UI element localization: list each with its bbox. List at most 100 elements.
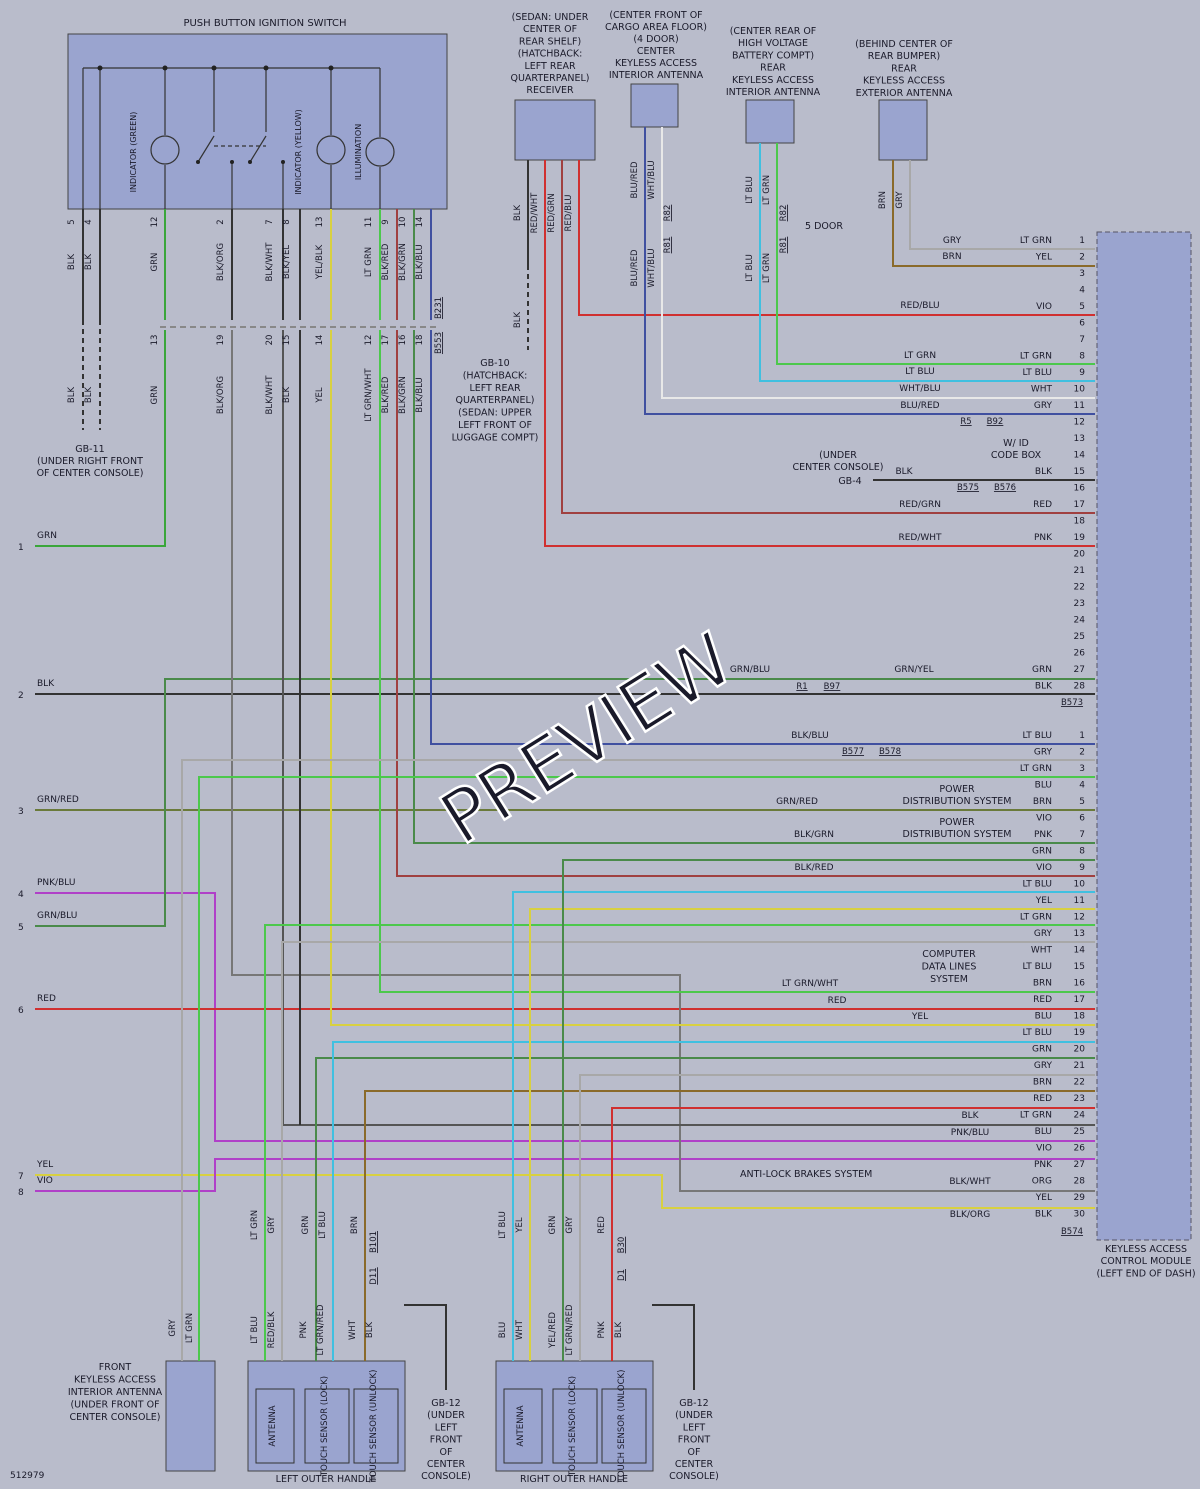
ground-gb11-line: (UNDER RIGHT FRONT	[37, 456, 143, 467]
module-pin-color-upper: LT GRN	[1020, 352, 1052, 362]
switch-wire-color: GRN	[150, 253, 160, 272]
rear-ext-antenna-label-line: (BEHIND CENTER OF	[855, 39, 953, 50]
module-pin-upper: 4	[1079, 286, 1085, 296]
module-pin-color-lower: LT GRN	[1020, 764, 1052, 774]
switch-lower-pin: 20	[265, 335, 275, 346]
left-wire-color: GRN/RED	[37, 795, 79, 805]
lh-gry	[281, 941, 1095, 1361]
mid-wire-label: WHT/BLU	[899, 384, 941, 394]
module-pin-upper: 15	[1074, 467, 1085, 477]
wire-blkwht	[282, 330, 1095, 1126]
module-pin-lower: 15	[1074, 962, 1085, 972]
cant-color: WHT/BLU	[647, 160, 657, 199]
module-pin-color-lower: VIO	[1036, 863, 1052, 873]
front-antenna-label-line: KEYLESS ACCESS	[74, 1375, 156, 1386]
rx-redgrn	[561, 160, 1095, 514]
mid-wire-label: RED	[828, 996, 847, 1006]
module-pin-color-lower: BRN	[1033, 797, 1052, 807]
wire-blkgrn	[413, 330, 1095, 844]
left-wire-num: 1	[18, 543, 24, 553]
lh-ltblu	[332, 1041, 1095, 1361]
front-antenna-label-line: CENTER CONSOLE)	[70, 1412, 161, 1423]
rext-color: BRN	[878, 191, 888, 209]
module-pin-color-upper: LT BLU	[1023, 368, 1052, 378]
power-dist-2-line: POWER	[939, 817, 975, 828]
conn-r82b: R82	[779, 205, 789, 222]
mid-wire-label: BRN	[942, 252, 961, 262]
handle-wire-color: GRY	[267, 1216, 277, 1234]
receiver-label-line: RECEIVER	[526, 85, 574, 96]
ground-gb10-line: LEFT REAR	[469, 383, 521, 394]
module-pin-lower: 17	[1074, 995, 1085, 1005]
module-pin-color-lower: BLK	[1035, 1210, 1053, 1220]
center-antenna-label-line: KEYLESS ACCESS	[615, 58, 697, 69]
switch-wire-color: BLK/BLU	[415, 244, 425, 279]
ground-gb12-right-line: CENTER	[675, 1459, 714, 1470]
rear-ext-antenna-label-line: REAR	[891, 63, 917, 74]
module-pin-upper: 7	[1079, 335, 1085, 345]
module-pin-upper: 26	[1074, 649, 1086, 659]
ground-gb10-line: QUARTERPANEL)	[456, 395, 535, 406]
gb11-color: BLK	[84, 387, 94, 404]
module-pin-lower: 12	[1074, 913, 1085, 923]
switch-wire-color: YEL/BLK	[315, 244, 325, 280]
ground-gb12-left-line: (UNDER	[427, 1410, 465, 1421]
power-dist-2-line: DISTRIBUTION SYSTEM	[903, 829, 1012, 840]
module-pin-color-lower: RED	[1033, 1094, 1052, 1104]
switch-lower-pin: 19	[216, 335, 226, 346]
computer-data-note-line: COMPUTER	[922, 949, 976, 960]
ground-gb12-left-line: FRONT	[430, 1435, 463, 1446]
module-pin-lower: 24	[1074, 1111, 1086, 1121]
rext-brn	[892, 160, 1095, 267]
module-pin-lower: 18	[1074, 1012, 1086, 1022]
control-module-label-line: CONTROL MODULE	[1101, 1256, 1192, 1267]
handle-lower-color: PNK	[299, 1321, 309, 1338]
mid-wire-label: LT GRN/WHT	[782, 979, 839, 989]
module-pin-lower: 7	[1079, 830, 1085, 840]
switch-lower-pin: 13	[150, 335, 160, 346]
left-wire-color: YEL	[36, 1160, 53, 1170]
module-pin-color-lower: BLU	[1035, 1127, 1052, 1137]
rh-gnd	[652, 1304, 695, 1390]
module-pin-lower: 11	[1074, 896, 1085, 906]
conn-r81: R81	[663, 237, 673, 254]
left-wire-color: GRN/BLU	[37, 911, 77, 921]
power-dist-1-line: POWER	[939, 784, 975, 795]
rant-color: LT BLU	[745, 254, 755, 282]
switch-lower-color: GRN	[150, 386, 160, 405]
switch-wire-color: BLK	[84, 254, 94, 271]
module-pin-color-upper: BLK	[1035, 682, 1053, 692]
ground-gb12-left-line: CONSOLE)	[421, 1471, 471, 1482]
switch-lower-color: BLK/GRN	[398, 376, 408, 414]
conn-b101: B101	[369, 1231, 379, 1253]
handle-wire-color: GRN	[548, 1216, 558, 1235]
handle-lower-color: BLK	[614, 1322, 624, 1339]
ground-gb12-right-line: FRONT	[678, 1435, 711, 1446]
module-pin-color-upper: VIO	[1036, 302, 1052, 312]
left-wire-color: PNK/BLU	[37, 878, 75, 888]
module-pin-color-lower: YEL	[1035, 896, 1052, 906]
module-pin-lower: 27	[1074, 1160, 1085, 1170]
mid-wire-label: PNK/BLU	[951, 1128, 989, 1138]
module-pin-color-upper: WHT	[1031, 385, 1053, 395]
rx-color: RED/GRN	[547, 193, 557, 233]
module-pin-color-lower: GRY	[1034, 748, 1053, 758]
fant-ltgrn	[198, 776, 1095, 1361]
left-wire-color: VIO	[37, 1176, 53, 1186]
connector-id: B97	[824, 682, 841, 692]
ground-gb11-line: OF CENTER CONSOLE)	[37, 468, 144, 479]
connector-id: B574	[1061, 1227, 1083, 1237]
switch-lower-pin: 17	[381, 335, 391, 346]
module-pin-color-lower: WHT	[1031, 946, 1053, 956]
switch-lower-color: BLK/RED	[381, 376, 391, 413]
mid-wire-label: BLK/ORG	[950, 1210, 990, 1220]
handle-lower-color: LT GRN/RED	[316, 1304, 326, 1355]
rant-color: LT GRN	[762, 253, 772, 283]
switch-pin: 7	[265, 219, 275, 224]
module-pin-lower: 21	[1074, 1061, 1085, 1071]
mid-wire-label: BLK/RED	[795, 863, 834, 873]
module-pin-upper: 14	[1074, 451, 1086, 461]
module-pin-lower: 9	[1079, 863, 1085, 873]
right-handle-part: ANTENNA	[516, 1405, 526, 1446]
switch-lower-pin: 12	[364, 335, 374, 346]
